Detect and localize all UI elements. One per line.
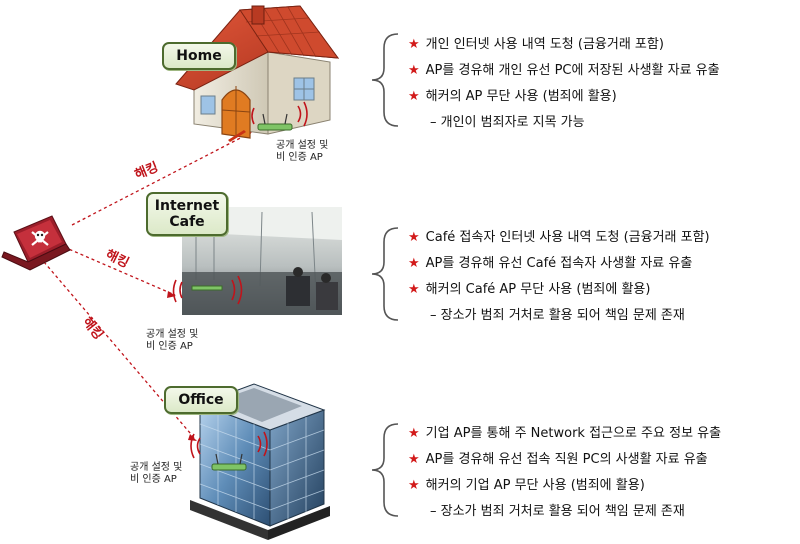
red-star-icon: ★ — [408, 37, 420, 52]
list-item: ★기업 AP를 통해 주 Network 접근으로 주요 정보 유출 — [408, 426, 722, 441]
wifi-signal-icon — [190, 431, 268, 459]
attack-line-home — [71, 131, 253, 226]
red-star-icon: ★ — [408, 230, 420, 245]
list-item: ★AP를 경유해 유선 Café 접속자 사생활 자료 유출 — [408, 256, 693, 271]
red-star-icon: ★ — [408, 63, 420, 78]
office-risk-list: ★기업 AP를 통해 주 Network 접근으로 주요 정보 유출 ★AP를 … — [408, 425, 798, 529]
house-illustration — [175, 5, 340, 142]
red-star-icon: ★ — [408, 282, 420, 297]
wifi-signal-icon — [172, 275, 243, 305]
skull-crossbones-icon — [31, 230, 49, 246]
list-item: ★Café 접속자 인터넷 사용 내역 도청 (금융거래 포함) — [408, 230, 710, 245]
brace-cafe — [371, 227, 399, 321]
home-ap-note: 공개 설정 및 비 인증 AP — [276, 140, 329, 163]
home-risk-list: ★개인 인터넷 사용 내역 도청 (금융거래 포함) ★AP를 경유해 개인 유… — [408, 36, 798, 140]
hacker-laptop-icon — [1, 215, 71, 271]
list-item: ★개인 인터넷 사용 내역 도청 (금융거래 포함) — [408, 37, 664, 52]
red-star-icon: ★ — [408, 89, 420, 104]
red-star-icon: ★ — [408, 426, 420, 441]
brace-office — [371, 423, 399, 517]
red-star-icon: ★ — [408, 452, 420, 467]
cafe-risk-list: ★Café 접속자 인터넷 사용 내역 도청 (금융거래 포함) ★AP를 경유… — [408, 229, 798, 333]
list-item: ★해커의 AP 무단 사용 (범죄에 활용) — [408, 89, 617, 104]
home-label: Home — [162, 42, 236, 70]
list-item: ★AP를 경유해 유선 접속 직원 PC의 사생활 자료 유출 — [408, 452, 708, 467]
home-label-text: Home — [176, 48, 222, 64]
office-ap-note: 공개 설정 및 비 인증 AP — [130, 462, 183, 485]
red-star-icon: ★ — [408, 256, 420, 271]
wifi-signal-icon — [251, 101, 308, 127]
internet-cafe-label: Internet Cafe — [146, 192, 228, 236]
list-sub-item: – 장소가 범죄 거처로 활용 되어 책임 문제 존재 — [430, 308, 685, 323]
list-sub-item: – 개인이 범죄자로 지목 가능 — [430, 115, 585, 130]
office-label: Office — [164, 386, 238, 414]
list-item: ★AP를 경유해 개인 유선 PC에 저장된 사생활 자료 유출 — [408, 63, 720, 78]
cafe-ap-note: 공개 설정 및 비 인증 AP — [146, 329, 199, 352]
attack-line-cafe — [63, 246, 176, 296]
office-label-text: Office — [178, 392, 224, 408]
list-sub-item: – 장소가 범죄 거처로 활용 되어 책임 문제 존재 — [430, 504, 685, 519]
bracket-braces — [371, 33, 399, 517]
cafe-label-line1: Internet — [154, 198, 220, 214]
attack-lines — [43, 131, 253, 441]
cafe-label-line2: Cafe — [169, 214, 205, 230]
list-item: ★해커의 Café AP 무단 사용 (범죄에 활용) — [408, 282, 651, 297]
list-item: ★해커의 기업 AP 무단 사용 (범죄에 활용) — [408, 478, 645, 493]
brace-home — [371, 33, 399, 127]
red-star-icon: ★ — [408, 478, 420, 493]
